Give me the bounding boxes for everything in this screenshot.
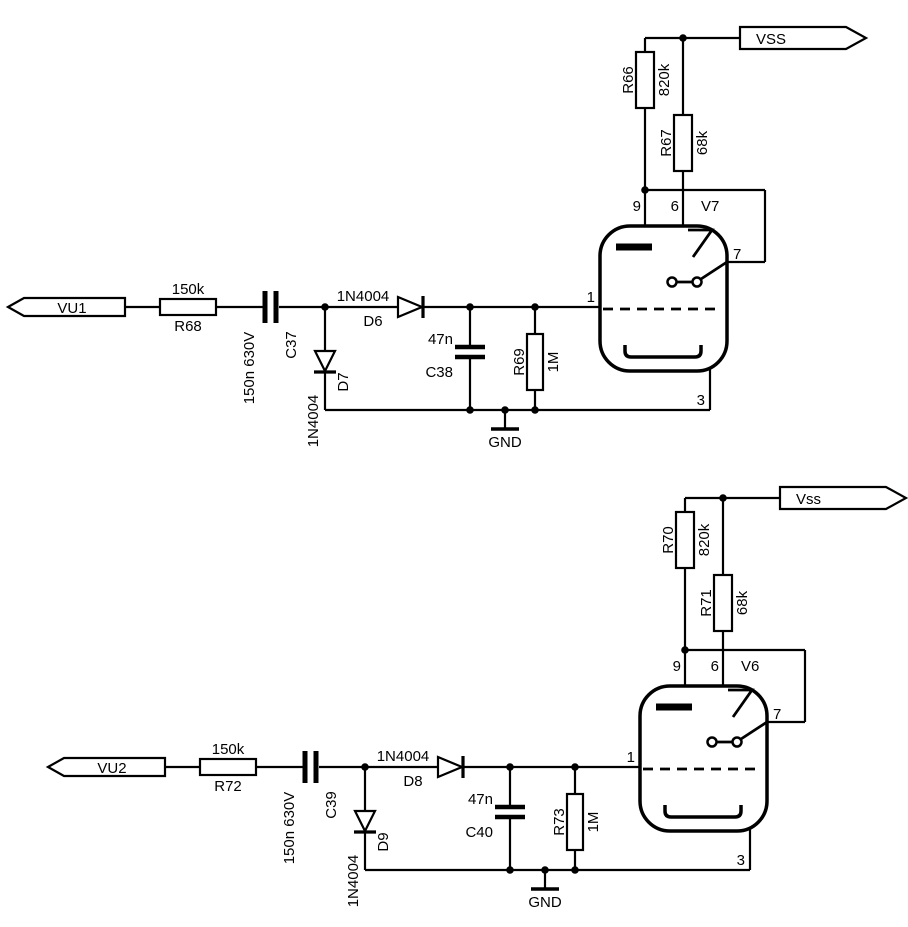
- r-top-ref-label: R66: [620, 66, 637, 94]
- pin1-label: 1: [627, 749, 635, 766]
- r-lower-value-label: 68k: [694, 130, 711, 155]
- r-lower-ref-label: R67: [658, 129, 675, 157]
- pin1-label: 1: [587, 289, 595, 306]
- d-shunt-ref-label: D9: [375, 832, 392, 851]
- c-in-ref-label: C39: [323, 791, 340, 819]
- circuit-top: VU1 150k R68 150n 630V C37 1N4004 D6 D7 …: [8, 27, 866, 451]
- pin6-label: 6: [671, 198, 679, 215]
- circuit-bottom-labels: VU2 150k R72 150n 630V C39 1N4004 D8 D9 …: [97, 491, 821, 911]
- r-grid-value-label: 1M: [585, 812, 602, 833]
- r-in-ref-label: R68: [174, 318, 202, 335]
- r-in-value-label: 150k: [212, 741, 245, 758]
- c-in-value-label: 150n 630V: [241, 332, 258, 405]
- r-top-value-label: 820k: [696, 523, 713, 556]
- rail-port-label: VSS: [756, 31, 786, 48]
- d-series-value-label: 1N4004: [337, 288, 390, 305]
- circuit-bottom: VU2 150k R72 150n 630V C39 1N4004 D8 D9 …: [48, 487, 906, 911]
- r-grid-value-label: 1M: [545, 352, 562, 373]
- r-grid-ref-label: R69: [511, 348, 528, 376]
- pin3-label: 3: [737, 852, 745, 869]
- d-shunt-value-label: 1N4004: [305, 395, 322, 448]
- d-shunt-value-label: 1N4004: [345, 855, 362, 908]
- r-lower-ref-label: R71: [698, 589, 715, 617]
- r-top-ref-label: R70: [660, 526, 677, 554]
- tube-ref-label: V6: [741, 658, 759, 675]
- r-lower-value-label: 68k: [734, 590, 751, 615]
- c-filter-value-label: 47n: [468, 791, 493, 808]
- c-filter-value-label: 47n: [428, 331, 453, 348]
- gnd-label: GND: [488, 434, 522, 451]
- r-in-value-label: 150k: [172, 281, 205, 298]
- circuit-top-labels: VU1 150k R68 150n 630V C37 1N4004 D6 D7 …: [57, 31, 786, 451]
- d-shunt-ref-label: D7: [335, 372, 352, 391]
- d-series-ref-label: D6: [363, 313, 382, 330]
- pin9-label: 9: [673, 658, 681, 675]
- c-filter-ref-label: C38: [425, 364, 453, 381]
- input-port-label: VU2: [97, 760, 126, 777]
- c-in-value-label: 150n 630V: [281, 792, 298, 865]
- pin3-label: 3: [697, 392, 705, 409]
- r-grid-ref-label: R73: [551, 808, 568, 836]
- pin7-label: 7: [733, 246, 741, 263]
- pin6-label: 6: [711, 658, 719, 675]
- c-filter-ref-label: C40: [465, 824, 493, 841]
- d-series-ref-label: D8: [403, 773, 422, 790]
- r-in-ref-label: R72: [214, 778, 242, 795]
- r-top-value-label: 820k: [656, 63, 673, 96]
- d-series-value-label: 1N4004: [377, 748, 430, 765]
- rail-port-label: Vss: [796, 491, 821, 508]
- gnd-label: GND: [528, 894, 562, 911]
- input-port-label: VU1: [57, 300, 86, 317]
- pin7-label: 7: [773, 706, 781, 723]
- pin9-label: 9: [633, 198, 641, 215]
- tube-ref-label: V7: [701, 198, 719, 215]
- c-in-ref-label: C37: [283, 331, 300, 359]
